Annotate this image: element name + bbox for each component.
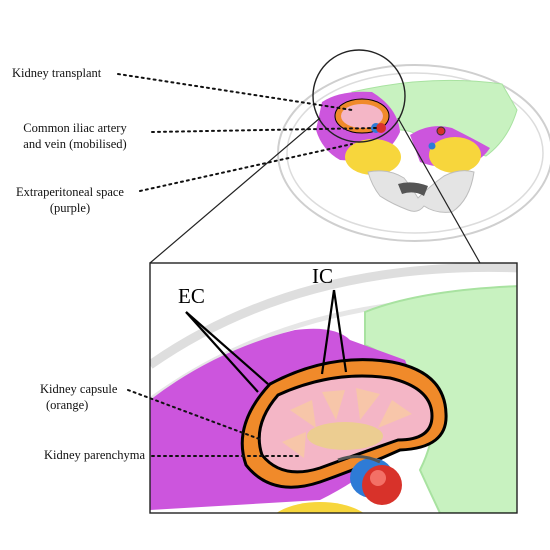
pointer-lines bbox=[185, 289, 348, 393]
ec-pointer-b bbox=[185, 311, 269, 385]
label-parenchyma: Kidney parenchyma bbox=[44, 448, 146, 462]
leader-lines bbox=[117, 73, 377, 457]
artery-overview bbox=[376, 123, 386, 133]
leader-extraperitoneal bbox=[139, 143, 353, 192]
label-ec: EC bbox=[178, 284, 205, 308]
label-iliac-line1: Common iliac artery bbox=[23, 121, 127, 135]
zoom-connector-right bbox=[397, 117, 481, 264]
renal-sinus bbox=[307, 422, 383, 450]
iliac-artery bbox=[362, 465, 402, 505]
muscle-right-overview bbox=[429, 137, 481, 173]
ic-pointer-a bbox=[320, 289, 336, 375]
ureter bbox=[337, 455, 381, 464]
renal-pyramids bbox=[282, 388, 412, 458]
leader-kidney-transplant bbox=[117, 73, 353, 111]
body-wall-arc-outer bbox=[150, 263, 517, 369]
label-capsule-line1: Kidney capsule bbox=[40, 382, 118, 396]
label-capsule-line2: (orange) bbox=[46, 398, 89, 412]
zoom-circle bbox=[312, 49, 406, 143]
label-extraperitoneal-line2: (purple) bbox=[49, 201, 91, 215]
ec-pointer-a bbox=[185, 311, 259, 393]
zoom-connector-left bbox=[149, 117, 321, 264]
artery-highlight bbox=[370, 470, 386, 486]
label-extraperitoneal-line1: Extraperitoneal space bbox=[16, 185, 124, 199]
muscle-bottom bbox=[276, 502, 364, 513]
muscle-left-overview bbox=[345, 139, 401, 175]
label-ic: IC bbox=[312, 264, 333, 288]
leader-capsule bbox=[127, 389, 263, 441]
ic-pointer-b bbox=[332, 289, 348, 373]
inset-frame bbox=[149, 262, 518, 514]
leader-iliac bbox=[151, 127, 377, 133]
label-iliac-line2: and vein (mobilised) bbox=[23, 137, 127, 151]
vein-right-overview bbox=[428, 142, 436, 150]
artery-right-overview bbox=[436, 126, 446, 136]
bone-shadow bbox=[398, 182, 428, 196]
zoomed-inset bbox=[150, 263, 517, 513]
label-kidney-transplant: Kidney transplant bbox=[12, 66, 102, 80]
